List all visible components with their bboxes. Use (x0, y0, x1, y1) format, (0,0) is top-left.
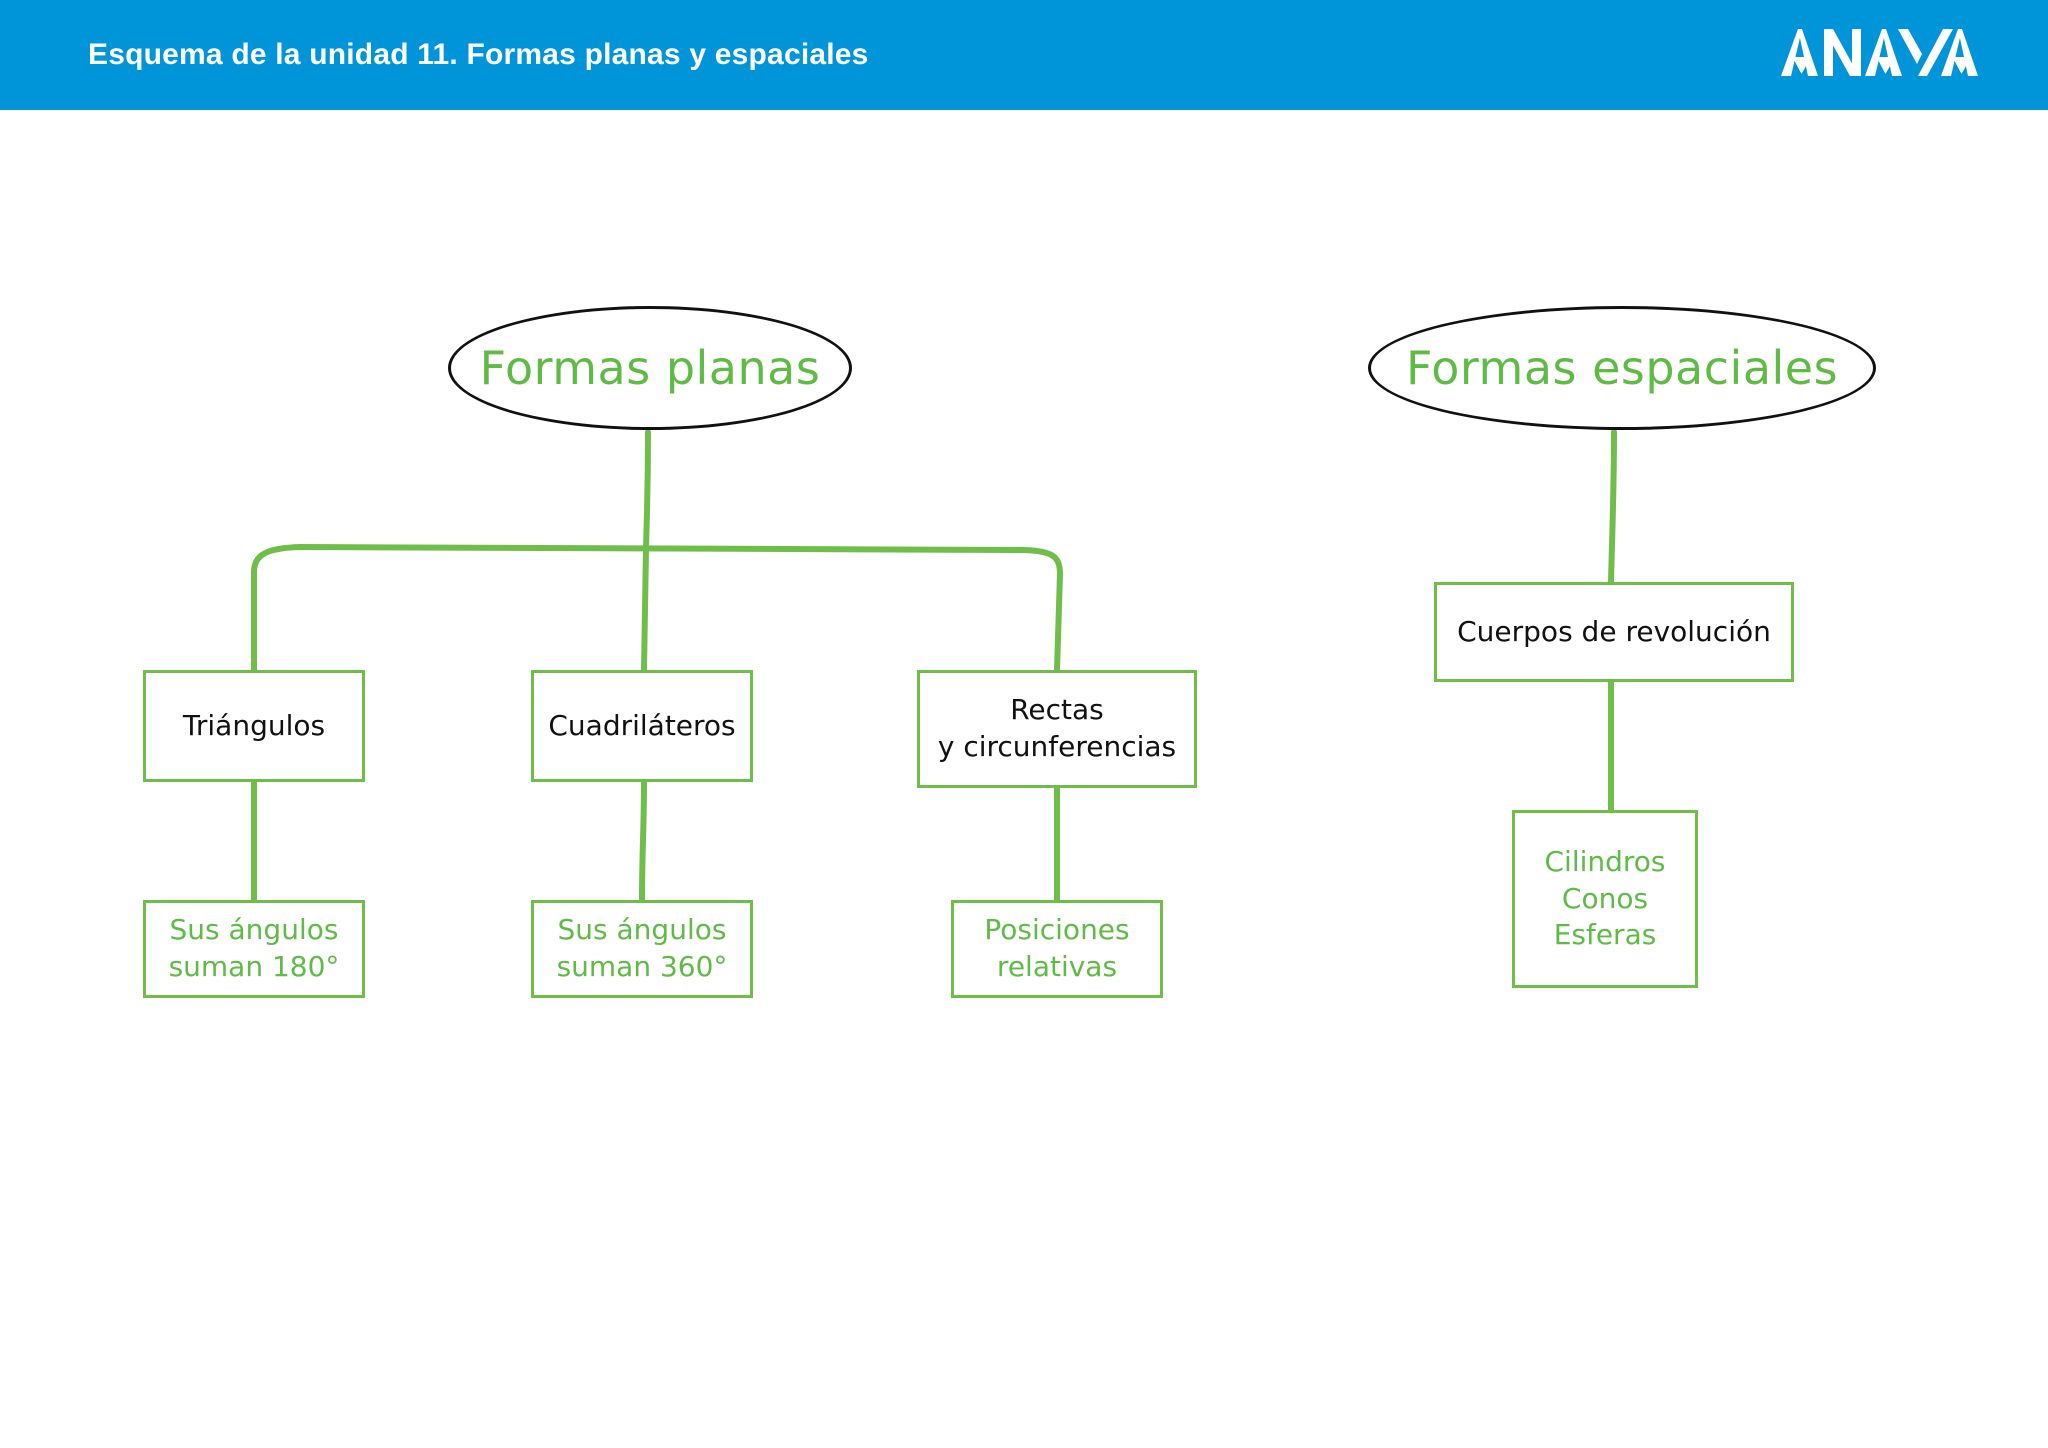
header-bar: Esquema de la unidad 11. Formas planas y… (0, 0, 2048, 110)
node-cuadrilateros[interactable]: Cuadriláteros (531, 670, 753, 782)
node-suman-180-label: Sus ángulos suman 180° (168, 913, 340, 983)
node-rectas-circunferencias[interactable]: Rectas y circunferencias (917, 670, 1197, 788)
node-formas-planas[interactable]: Formas planas (448, 306, 852, 430)
node-formas-planas-label: Formas planas (479, 340, 821, 395)
node-cuadrilateros-label: Cuadriláteros (548, 708, 736, 742)
connector-formas-planas-stem (643, 429, 651, 551)
node-suman-360-label: Sus ángulos suman 360° (556, 913, 728, 983)
node-rectas-circunferencias-label: Rectas y circunferencias (937, 693, 1177, 763)
node-posiciones-relativas[interactable]: Posiciones relativas (951, 900, 1163, 998)
node-triangulos-label: Triángulos (182, 708, 326, 742)
node-cilindros-conos-esferas[interactable]: Cilindros Conos Esferas (1512, 810, 1698, 988)
node-cuerpos-de-revolucion-label: Cuerpos de revolución (1457, 614, 1771, 648)
connector-leg-cuadrilateros (641, 545, 649, 673)
node-suman-180[interactable]: Sus ángulos suman 180° (143, 900, 365, 998)
node-formas-espaciales[interactable]: Formas espaciales (1368, 306, 1876, 430)
connector-cuadrilateros-suman360 (639, 779, 647, 903)
connector-bus-horizontal (251, 544, 1063, 577)
connector-formas-espaciales-cuerpos (1608, 429, 1617, 585)
node-cilindros-conos-esferas-label: Cilindros Conos Esferas (1544, 844, 1666, 952)
node-formas-espaciales-label: Formas espaciales (1405, 340, 1839, 395)
node-posiciones-relativas-label: Posiciones relativas (984, 913, 1130, 983)
page-title: Esquema de la unidad 11. Formas planas y… (88, 38, 869, 71)
node-cuerpos-de-revolucion[interactable]: Cuerpos de revolución (1434, 582, 1794, 682)
connector-leg-rectas (1054, 571, 1063, 673)
concept-map: Formas planas Formas espaciales Triángul… (0, 110, 2048, 1448)
node-suman-360[interactable]: Sus ángulos suman 360° (531, 900, 753, 998)
node-triangulos[interactable]: Triángulos (143, 670, 365, 782)
anaya-logo-icon (1781, 29, 1978, 76)
